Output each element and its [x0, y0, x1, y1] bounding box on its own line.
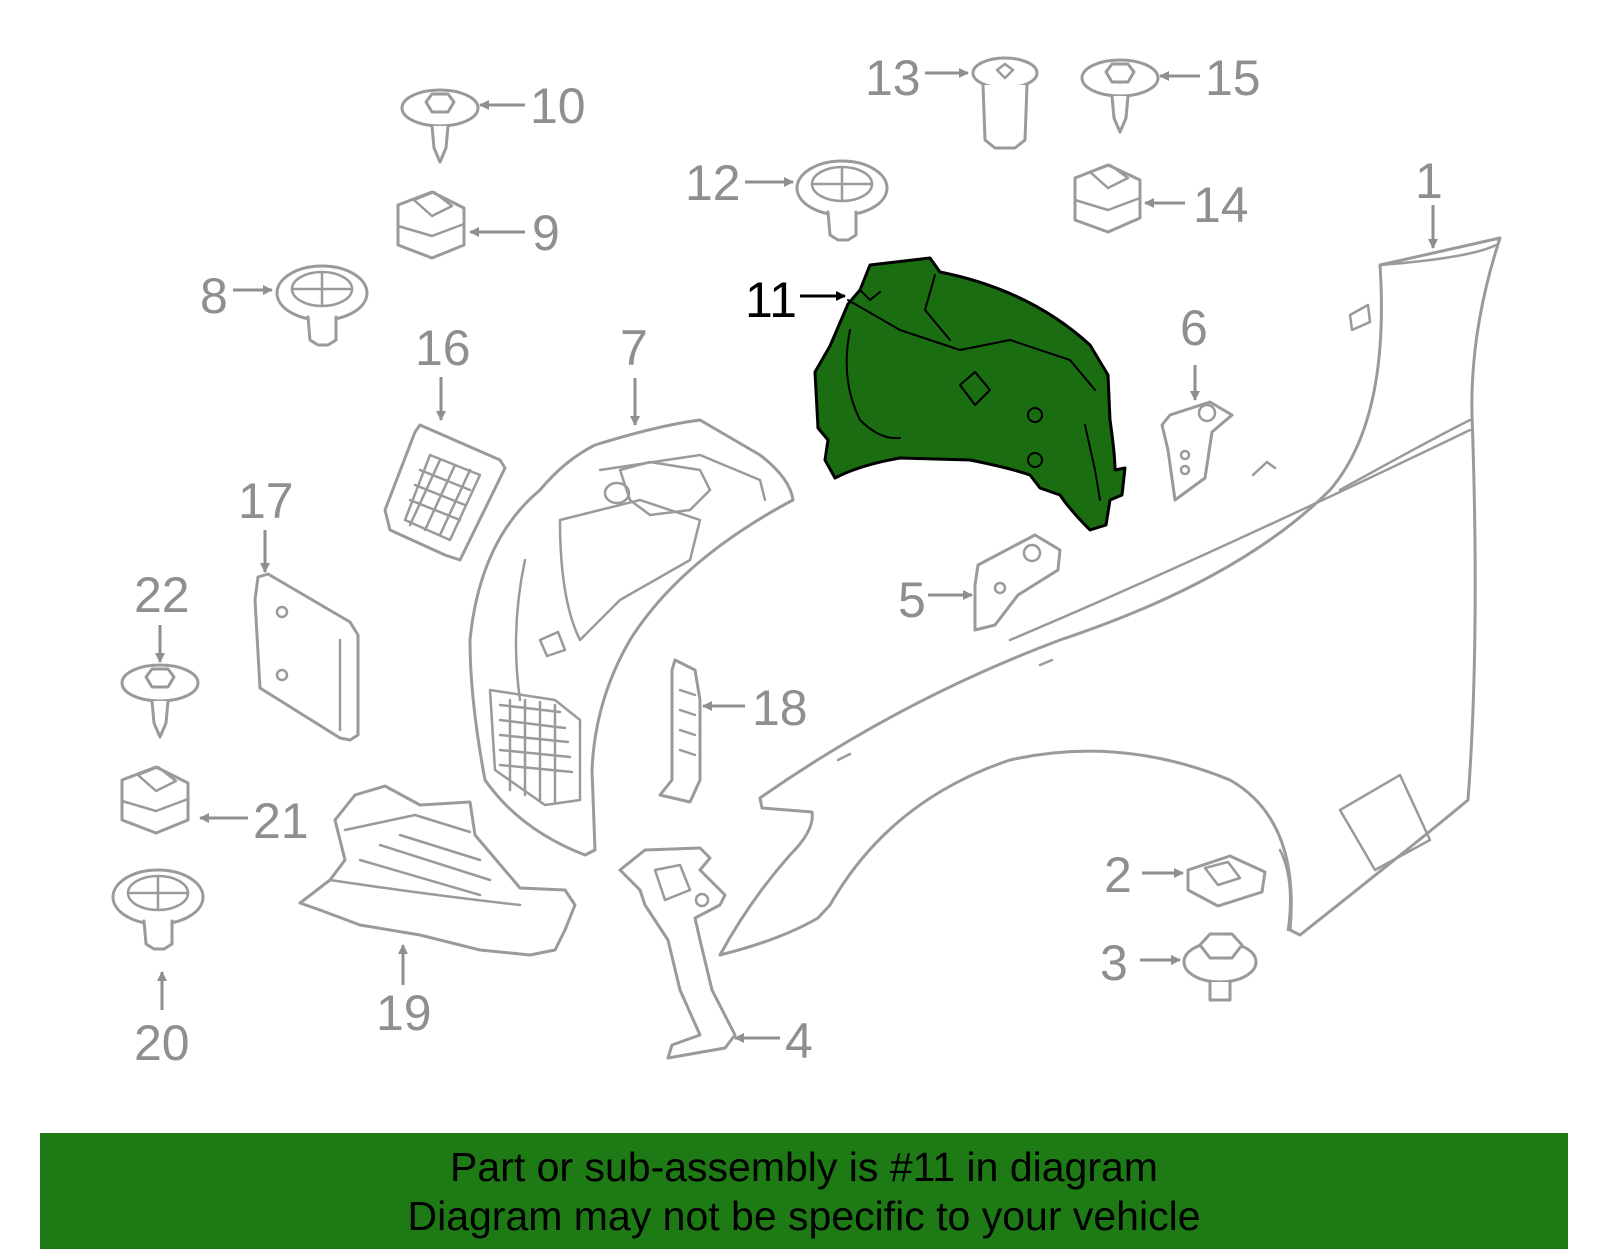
panel-part [253, 572, 360, 742]
rivet-12-part [795, 159, 889, 242]
bracket-6-part [1160, 400, 1234, 502]
washer-bolt-15-part [1080, 58, 1160, 134]
callout-17: 17 [238, 473, 294, 529]
callout-arrows [155, 68, 1438, 1043]
callout-22: 22 [134, 567, 190, 623]
bracket-5-part [973, 533, 1062, 632]
banner-line-2: Diagram may not be specific to your vehi… [407, 1193, 1201, 1239]
lower-shield-part [298, 784, 577, 957]
callout-5: 5 [898, 572, 926, 628]
washer-bolt-22-part [120, 663, 200, 739]
callout-13: 13 [865, 50, 921, 106]
callout-7: 7 [620, 320, 648, 376]
callout-8: 8 [200, 268, 228, 324]
washer-bolt-10-part [400, 88, 480, 164]
callout-19: 19 [376, 985, 432, 1041]
hex-bolt-3-part [1182, 932, 1258, 1002]
bracket-part [383, 423, 507, 562]
clip-nut-2-part [1186, 854, 1267, 908]
clip-nut-9-part [396, 190, 466, 260]
push-clip-13-part [971, 56, 1039, 150]
clip-nut-14-part [1073, 163, 1142, 234]
callout-10: 10 [530, 78, 586, 134]
part-11-highlighted [813, 256, 1127, 532]
callout-20: 20 [134, 1015, 190, 1071]
callout-1: 1 [1415, 153, 1443, 209]
callout-numbers: 1 2 3 4 5 6 7 8 9 10 11 12 13 14 15 16 1… [134, 50, 1443, 1071]
callout-12: 12 [685, 155, 741, 211]
callout-9: 9 [532, 205, 560, 261]
callout-18: 18 [752, 680, 808, 736]
callout-14: 14 [1193, 177, 1249, 233]
long-bracket-part [618, 846, 737, 1060]
callout-4: 4 [785, 1013, 813, 1069]
strip-bracket-part [658, 658, 702, 804]
fender-part [718, 236, 1502, 957]
banner-line-1: Part or sub-assembly is #11 in diagram [450, 1144, 1158, 1190]
wheel-arch-liner-part [468, 418, 795, 857]
callout-21: 21 [253, 793, 309, 849]
info-banner: Part or sub-assembly is #11 in diagram D… [40, 1133, 1568, 1249]
callout-16: 16 [415, 320, 471, 376]
callout-11: 11 [745, 272, 797, 328]
clip-nut-21-part [120, 765, 190, 835]
parts-diagram: 1 2 3 4 5 6 7 8 9 10 11 12 13 14 15 16 1… [111, 50, 1502, 1071]
rivet-8-part [275, 264, 369, 347]
callout-3: 3 [1100, 935, 1128, 991]
callout-15: 15 [1205, 50, 1261, 106]
rivet-20-part [111, 868, 205, 951]
callout-2: 2 [1104, 847, 1132, 903]
callout-6: 6 [1180, 300, 1208, 356]
